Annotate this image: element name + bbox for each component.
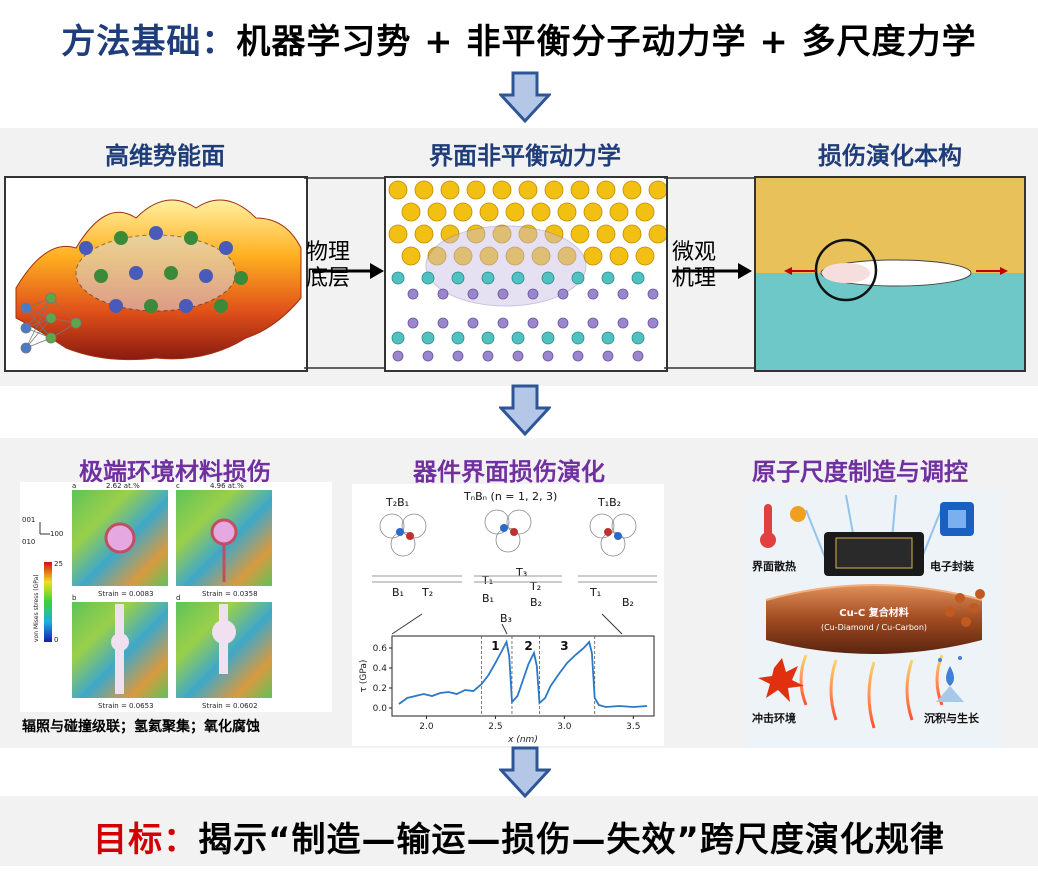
goal-title: 目标：揭示“制造—输运—损伤—失效”跨尺度演化规律 bbox=[0, 812, 1038, 861]
label-cu-c-sub: (Cu-Diamond / Cu-Carbon) bbox=[821, 623, 927, 632]
y-tick-label-0: 0.0 bbox=[373, 704, 388, 714]
molecule-top-views bbox=[379, 509, 637, 557]
interface-md-panel bbox=[384, 176, 668, 372]
atomic-manufacturing-header: 原子尺度制造与调控 bbox=[752, 458, 968, 486]
molecule-structures: T₂B₁ TₙBₙ (n = 1, 2, 3) T₁B₂ B₁ T₂ T₁ T₃… bbox=[359, 490, 657, 745]
top-band bbox=[0, 0, 1038, 70]
pes-panel bbox=[4, 176, 308, 372]
y-tick-label-3: 0.6 bbox=[373, 644, 388, 654]
zoom-lines-1 bbox=[304, 177, 386, 369]
arrow2-label: 微观 机理 bbox=[672, 240, 717, 291]
method-title-lead: 方法基础： bbox=[61, 22, 237, 62]
label-right-b2: B₂ bbox=[622, 596, 634, 609]
label-mid-t3: T₃ bbox=[515, 566, 527, 579]
label-deposition-growth: 沉积与生长 bbox=[924, 711, 980, 725]
label-mid-b2: B₂ bbox=[530, 596, 542, 609]
sun-icon bbox=[790, 506, 806, 522]
bottom-band bbox=[0, 796, 1038, 866]
crack-panel bbox=[754, 176, 1026, 372]
down-arrow-3 bbox=[499, 746, 551, 798]
panel-d-tag: d bbox=[176, 594, 180, 602]
cu-c-composite-illustration: 界面散热 电子封装 冲击环境 沉积与生长 Cu-C 复合材料 (Cu-Diamo… bbox=[746, 490, 1002, 748]
label-t2b1: T₂B₁ bbox=[385, 496, 409, 509]
panel-d-strain: Strain = 0.0602 bbox=[202, 702, 258, 710]
label-heat-dissipation: 界面散热 bbox=[752, 559, 796, 573]
potential-energy-surface bbox=[15, 199, 302, 361]
atom-lattice-icon bbox=[945, 589, 985, 627]
label-mid-t2: T₂ bbox=[529, 580, 541, 593]
crack-diagram bbox=[756, 178, 1024, 370]
chart-frame bbox=[391, 635, 655, 717]
x-tick-label-2: 3.0 bbox=[557, 722, 572, 732]
label-b1: B₁ bbox=[392, 586, 404, 599]
device-interface-figure: T₂B₁ TₙBₙ (n = 1, 2, 3) T₁B₂ B₁ T₂ T₁ T₃… bbox=[352, 484, 664, 746]
explosion-icon bbox=[758, 658, 804, 702]
interface-atoms bbox=[388, 180, 666, 362]
thermometer-icon bbox=[760, 504, 776, 548]
peak-label-3: 3 bbox=[560, 639, 568, 653]
neural-network-icon bbox=[20, 292, 82, 354]
stress-maps: a 2.62 at.% Strain = 0.0083 c 4.96 at.% … bbox=[22, 482, 272, 710]
zoom-lines-2 bbox=[664, 177, 754, 369]
down-arrow-2 bbox=[499, 384, 551, 436]
axis-001: 001 bbox=[22, 516, 35, 524]
peak-label-1: 1 bbox=[491, 639, 499, 653]
molecule-side-views bbox=[372, 575, 657, 583]
panel-b-tag: b bbox=[72, 594, 77, 602]
method-title-rest: 机器学习势 + 非平衡分子动力学 + 多尺度力学 bbox=[236, 22, 977, 62]
panel-b-strain: Strain = 0.0653 bbox=[98, 702, 154, 710]
panel-c-tag: c bbox=[176, 482, 180, 490]
composite-figure: 界面散热 电子封装 冲击环境 沉积与生长 Cu-C 复合材料 (Cu-Diamo… bbox=[746, 490, 1002, 748]
x-tick-label-1: 2.5 bbox=[488, 722, 502, 732]
peak-label-2: 2 bbox=[524, 639, 532, 653]
axis-010: 010 bbox=[22, 538, 35, 546]
axis-100: 100 bbox=[50, 530, 63, 538]
y-tick-label-1: 0.2 bbox=[373, 684, 387, 694]
stress-map-figure: a 2.62 at.% Strain = 0.0083 c 4.96 at.% … bbox=[20, 482, 332, 712]
label-impact-env: 冲击环境 bbox=[752, 711, 796, 725]
extreme-env-caption: 辐照与碰撞级联；氢氦聚集；氧化腐蚀 bbox=[22, 719, 260, 735]
cbar-max: 25 bbox=[54, 560, 63, 568]
stress-chart: 2.0 2.5 3.0 3.5 0.0 0.2 0.4 0.6 1 2 3 x (nm) τ (GPa) bbox=[359, 635, 655, 745]
panel-a-strain: Strain = 0.0083 bbox=[98, 590, 154, 598]
x-tick-label-3: 3.5 bbox=[626, 722, 640, 732]
label-right-t1: T₁ bbox=[589, 586, 601, 599]
x-tick-label-0: 2.0 bbox=[419, 722, 434, 732]
extreme-env-header: 极端环境材料损伤 bbox=[79, 458, 271, 486]
y-axis-label: τ (GPa) bbox=[359, 660, 369, 693]
label-mid-t1: T₁ bbox=[481, 574, 493, 587]
label-tnbn: TₙBₙ (n = 1, 2, 3) bbox=[463, 490, 557, 503]
cbar-min: 0 bbox=[54, 636, 58, 644]
device-interface-header: 器件界面损伤演化 bbox=[413, 458, 605, 486]
label-t1b2: T₁B₂ bbox=[597, 496, 621, 509]
x-axis-label: x (nm) bbox=[507, 735, 538, 745]
method-title: 方法基础：机器学习势 + 非平衡分子动力学 + 多尺度力学 bbox=[0, 14, 1038, 63]
label-mid-b3: B₃ bbox=[500, 612, 512, 625]
panel-c-conc: 4.96 at.% bbox=[210, 482, 244, 490]
stress-series-line bbox=[398, 639, 648, 708]
down-arrow-1 bbox=[499, 71, 551, 123]
goal-title-rest: 揭示“制造—输运—损伤—失效”跨尺度演化规律 bbox=[198, 820, 945, 860]
arrow1-label: 物理 底层 bbox=[306, 240, 351, 291]
panel-a-conc: 2.62 at.% bbox=[106, 482, 140, 490]
molecule-highlight-atoms bbox=[396, 524, 622, 540]
pes-atoms bbox=[79, 226, 248, 313]
label-electronic-packaging: 电子封装 bbox=[930, 559, 974, 573]
pes-header: 高维势能面 bbox=[105, 142, 225, 170]
panel-c-strain: Strain = 0.0358 bbox=[202, 590, 258, 598]
panel-a-tag: a bbox=[72, 482, 76, 490]
droplet-icon bbox=[936, 656, 964, 702]
chip-icon bbox=[940, 502, 974, 536]
damage-constitutive-header: 损伤演化本构 bbox=[818, 142, 962, 170]
label-cu-c-composite: Cu-C 复合材料 bbox=[839, 606, 908, 619]
cbar-label: von Mises stress (GPa) bbox=[33, 574, 40, 642]
y-tick-label-2: 0.4 bbox=[373, 664, 388, 674]
label-t2: T₂ bbox=[421, 586, 433, 599]
goal-title-lead: 目标： bbox=[93, 820, 199, 860]
label-mid-b1: B₁ bbox=[482, 592, 494, 605]
noneq-dynamics-header: 界面非平衡动力学 bbox=[429, 142, 621, 170]
